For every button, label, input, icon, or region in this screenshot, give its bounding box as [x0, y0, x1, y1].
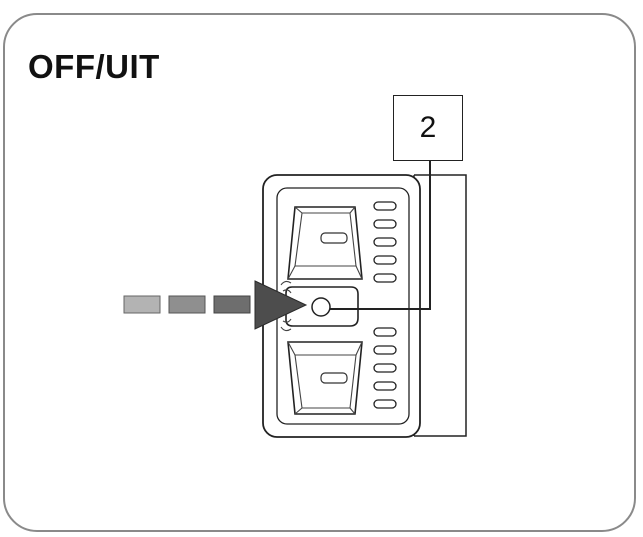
callout-number-box: 2	[393, 95, 463, 161]
lower-indicator-leds	[373, 327, 397, 409]
power-button-icon	[311, 297, 331, 317]
upper-knob	[287, 206, 363, 280]
upper-indicator-leds	[373, 201, 397, 283]
arrow-right-icon	[123, 280, 308, 330]
page-title: OFF/UIT	[28, 48, 160, 85]
callout-leader-line	[330, 161, 431, 310]
lower-knob	[287, 341, 363, 415]
fan-icon	[280, 280, 292, 332]
panel-back-plate	[414, 174, 467, 437]
